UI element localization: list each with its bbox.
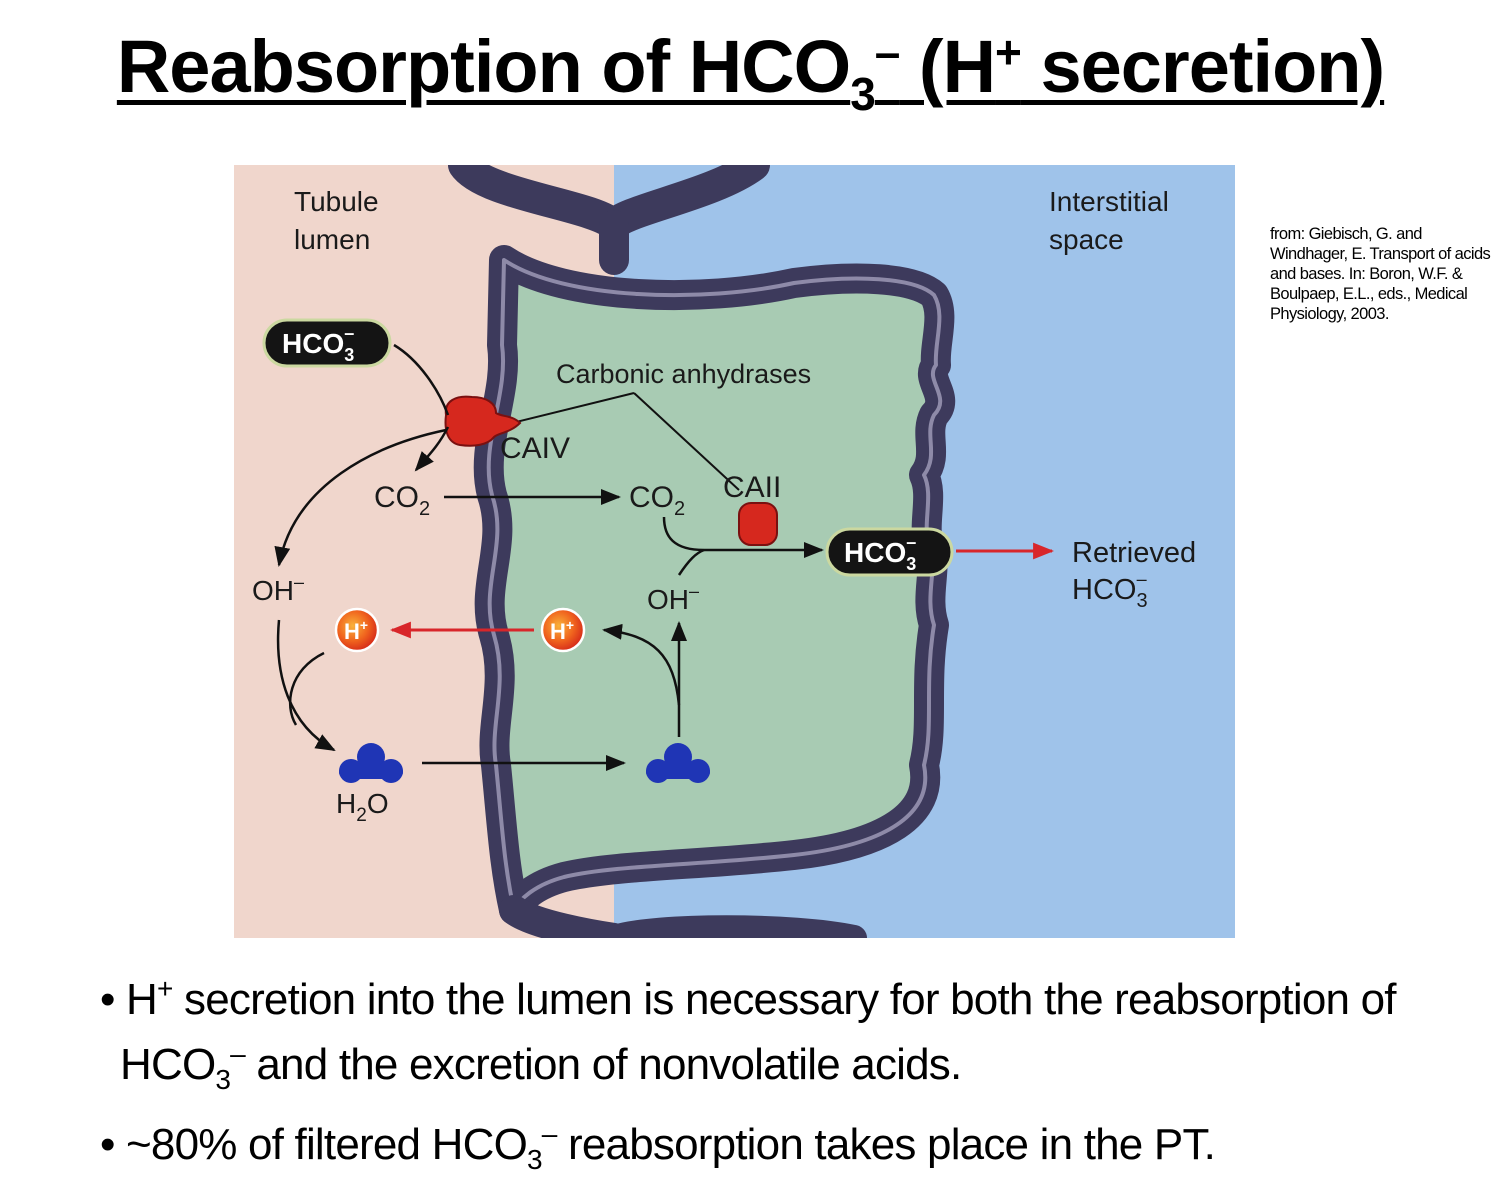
water-molecule-cell [646,743,710,783]
caii-label: CAII [723,471,781,504]
oh-cell-label: OH– [647,581,699,615]
svg-text:HCO3–: HCO3– [282,323,354,365]
svg-text:HCO3–: HCO3– [844,532,916,574]
cell-membrane [448,165,956,938]
h-plus-cell: H+ [540,607,586,653]
oh-to-water-arrow [276,619,336,752]
water-to-h-arrow [602,623,681,706]
slide-title: Reabsorption of HCO3– (H+ secretion) [116,25,1385,120]
water-molecule-lumen [339,743,403,783]
anhydrase-leader-lines [503,392,740,491]
space-label: space [1049,224,1124,255]
interstitial-label: Interstitial [1049,186,1169,217]
co2-cell-label: CO2 [629,481,685,520]
co2-lumen-label: CO2 [374,481,430,520]
bullet-2: • ~80% of filtered HCO3– reabsorption ta… [100,1118,1216,1175]
retrieved-hco3-label: HCO3– [1072,569,1148,612]
citation-text: from: Giebisch, G. and Windhager, E. Tra… [1270,225,1491,323]
hco3-lumen-pill: HCO3– [262,318,392,368]
reabsorption-diagram: Tubule lumen Interstitial space Carbonic… [234,165,1235,938]
tubule-label: Tubule [294,186,379,217]
oh-to-hco3-arrow [677,548,705,576]
caii-enzyme [738,502,778,546]
hco3-cell-pill: HCO3– [825,527,954,577]
cell-region [488,260,941,910]
retrieved-label: Retrieved [1072,537,1196,569]
carbonic-anhydrases-label: Carbonic anhydrases [556,359,811,389]
h2o-label: H2O [336,788,389,826]
svg-text:H+: H+ [550,617,574,644]
h-to-water-arrow [288,651,325,726]
caiv-to-oh-arrow [274,428,447,567]
bullet-1-continued: HCO3– and the excretion of nonvolatile a… [120,1038,962,1095]
bullet-list: • H+ secretion into the lumen is necessa… [100,962,1480,1187]
hco3-to-caiv-arrow [393,343,450,416]
svg-text:H+: H+ [344,617,368,644]
caiv-label: CAIV [500,432,570,465]
caiv-enzyme [444,395,522,447]
bullet-1: • H+ secretion into the lumen is necessa… [100,973,1397,1024]
oh-lumen-label: OH– [252,572,304,606]
h-plus-lumen: H+ [334,607,380,653]
lumen-label: lumen [294,224,370,255]
